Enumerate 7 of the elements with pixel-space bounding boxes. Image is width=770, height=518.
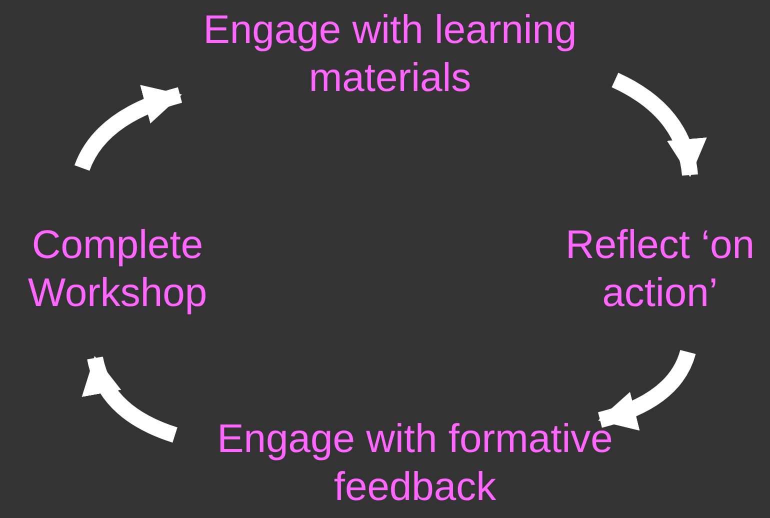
curved-arrow bbox=[84, 356, 178, 443]
step-label: Engage with formative feedback bbox=[216, 416, 614, 511]
curved-arrow bbox=[74, 86, 182, 172]
step-label: Reflect ‘on action’ bbox=[564, 222, 756, 317]
step-label: Complete Workshop bbox=[26, 222, 208, 317]
curved-arrow bbox=[611, 72, 706, 177]
step-label: Engage with learning materials bbox=[202, 7, 578, 102]
